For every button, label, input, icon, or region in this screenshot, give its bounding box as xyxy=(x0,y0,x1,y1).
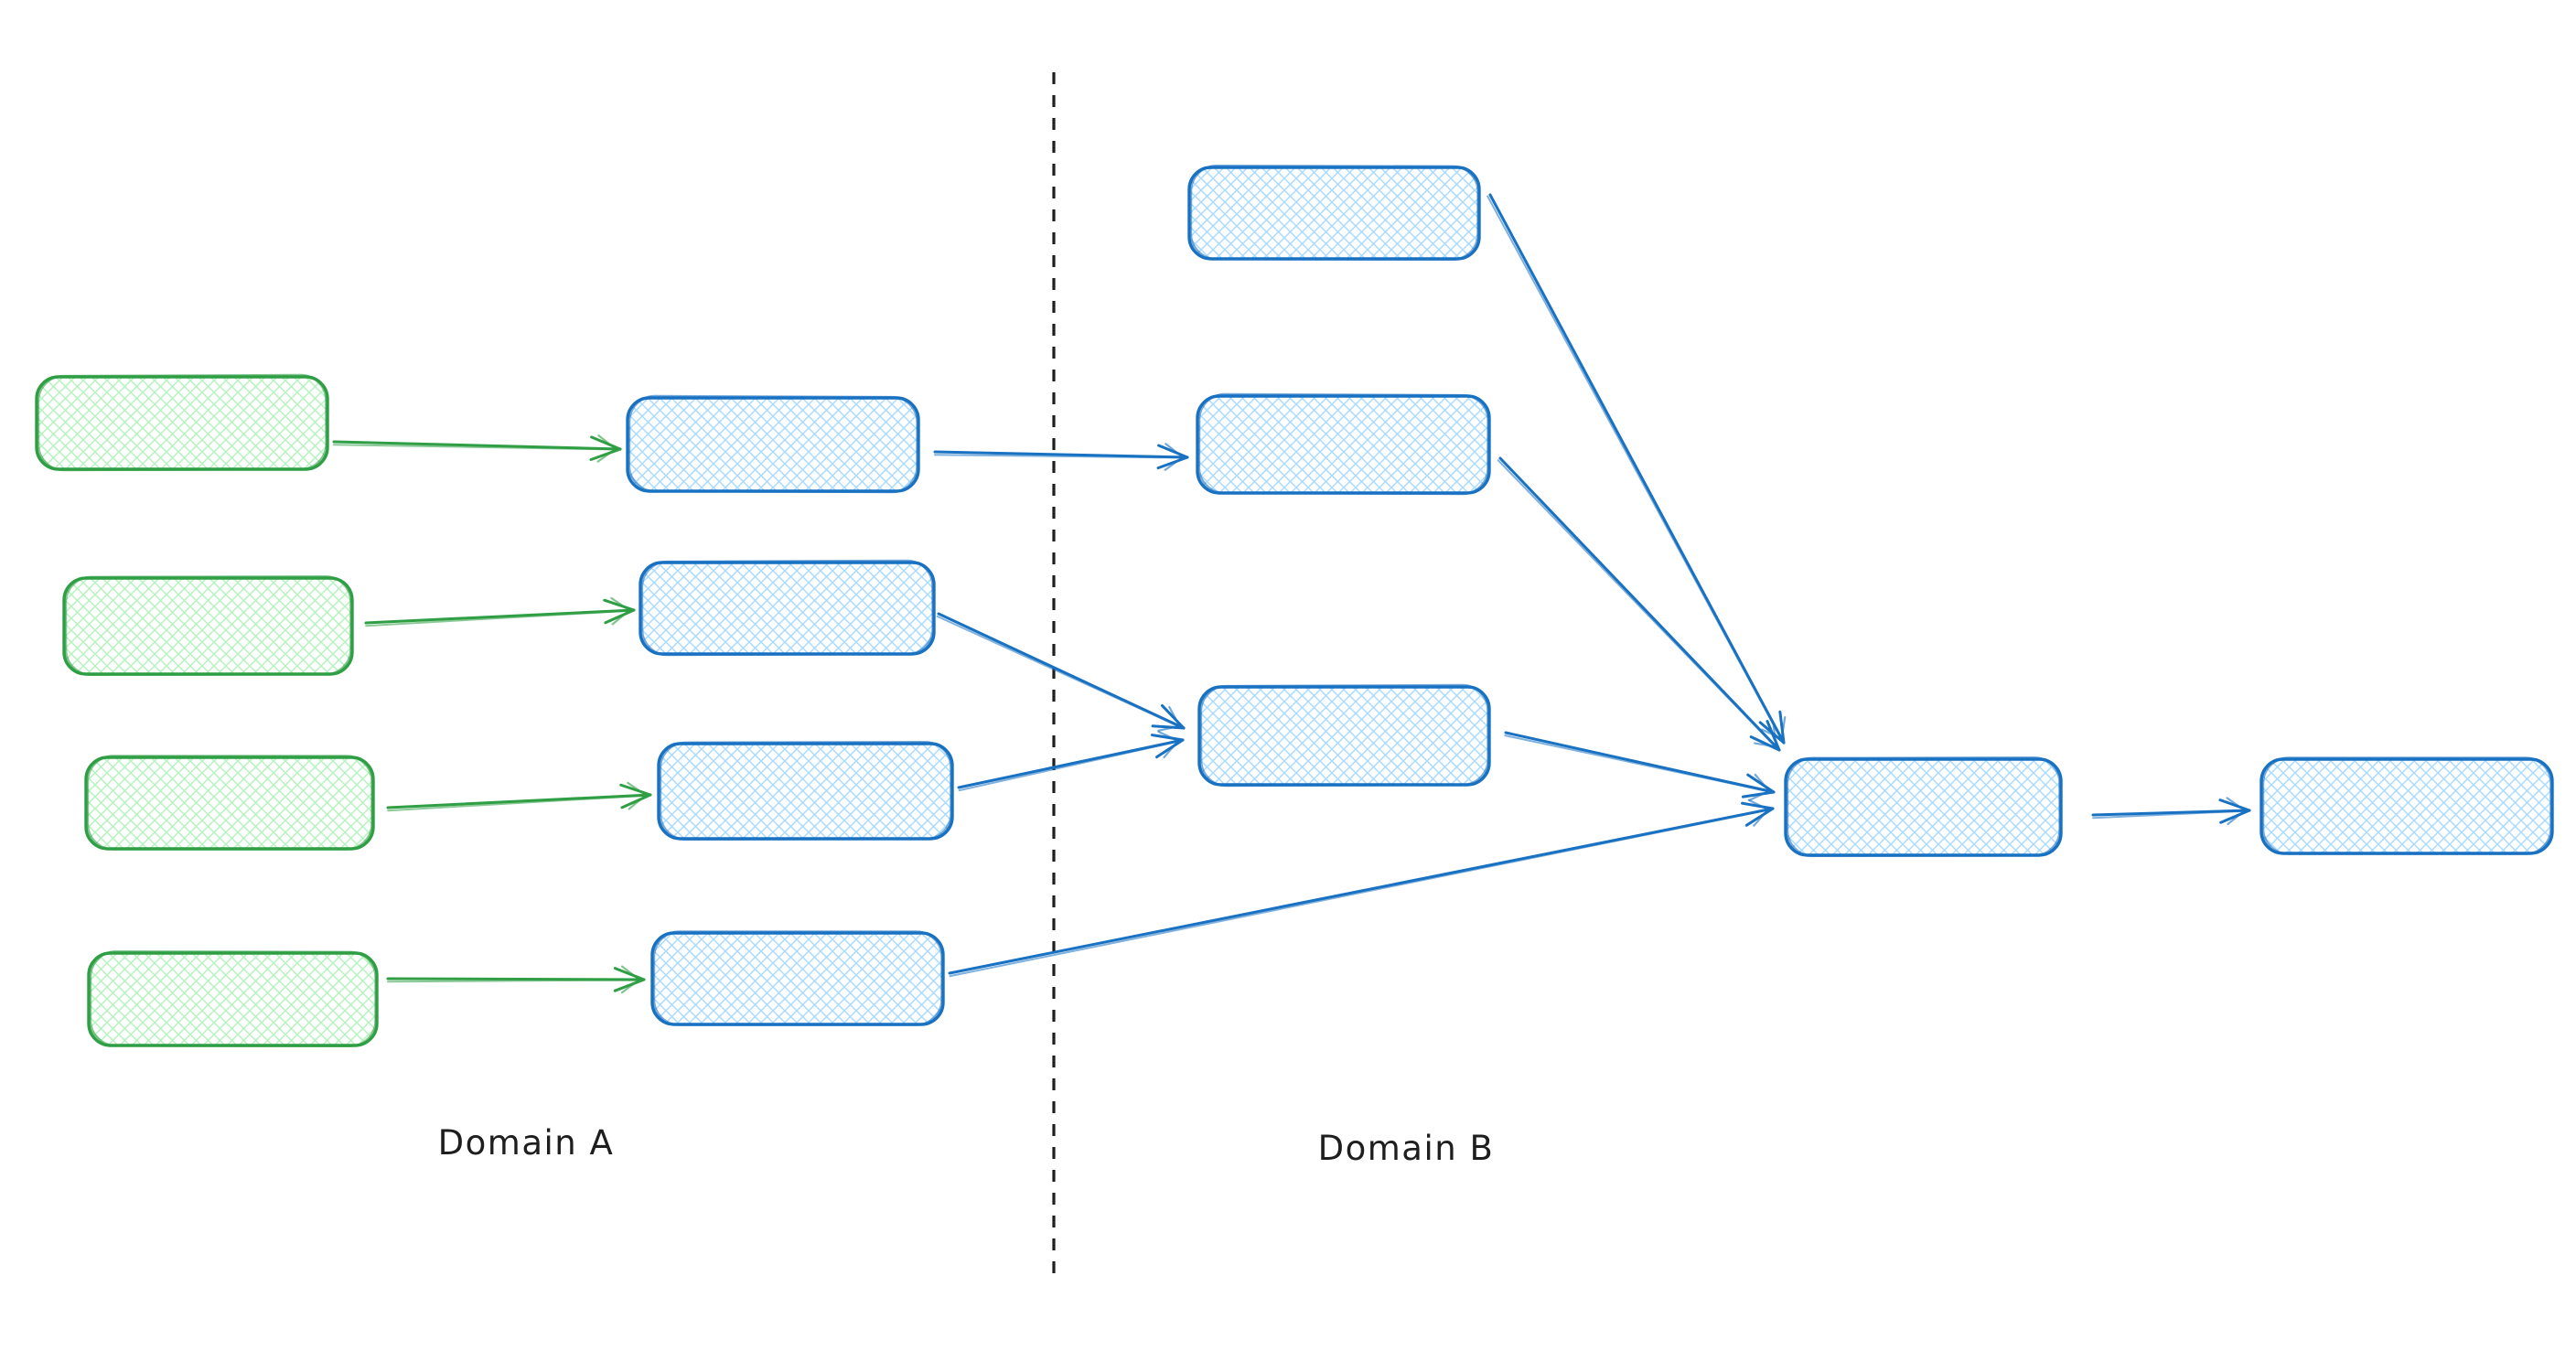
domain-b-label: Domain B xyxy=(1318,1129,1495,1168)
edge-hub-terminal xyxy=(2091,797,2251,826)
edge-source1-process1 xyxy=(332,434,622,463)
edge-process2-bnode3 xyxy=(936,612,1186,732)
edge-source4-process4 xyxy=(386,965,646,994)
domain-a-label: Domain A xyxy=(438,1123,615,1163)
edge-bnode2-hub xyxy=(1497,456,1781,752)
node-domain-a-source-1 xyxy=(35,373,329,472)
edge-process4-hub xyxy=(948,799,1775,978)
node-domain-a-process-3 xyxy=(657,741,954,841)
edge-source2-process2 xyxy=(364,596,636,627)
edge-bnode3-hub xyxy=(1504,731,1776,801)
node-domain-b-node-3 xyxy=(1197,683,1491,788)
node-domain-a-source-2 xyxy=(62,575,354,676)
node-domain-a-source-3 xyxy=(84,755,375,851)
node-domain-b-terminal xyxy=(2259,756,2554,855)
node-domain-a-source-4 xyxy=(87,950,379,1047)
node-domain-b-node-1 xyxy=(1187,165,1481,261)
node-domain-b-node-2 xyxy=(1196,392,1491,496)
edge-process1-bnode2 xyxy=(933,443,1189,471)
node-domain-a-process-2 xyxy=(639,559,936,657)
edge-bnode1-hub xyxy=(1487,193,1787,745)
edge-process3-bnode3 xyxy=(957,730,1185,792)
edge-source3-process3 xyxy=(386,781,652,812)
node-domain-a-process-4 xyxy=(650,930,945,1026)
node-domain-b-hub xyxy=(1784,756,2063,857)
node-domain-a-process-1 xyxy=(626,394,920,494)
